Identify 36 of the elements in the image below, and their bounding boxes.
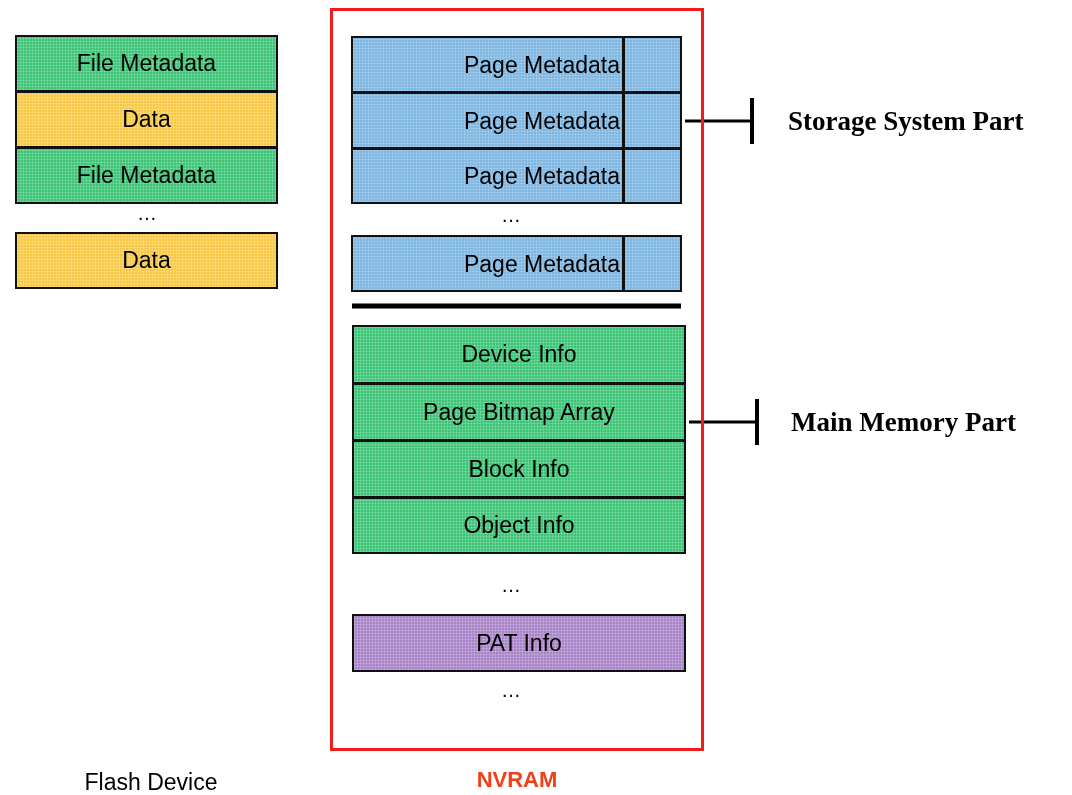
- ellipsis: …: [501, 678, 521, 702]
- block-text: Page Metadata: [464, 250, 620, 277]
- memory-block: [352, 383, 686, 441]
- page-metadata-block: [351, 148, 682, 204]
- memory-block: [352, 325, 686, 384]
- block-text: File Metadata: [76, 162, 217, 189]
- region-label: NVRAM: [476, 767, 558, 793]
- block-text: Page Bitmap Array: [423, 398, 615, 426]
- memory-block: [352, 614, 686, 672]
- page-metadata-block: [351, 235, 682, 292]
- block-text: Data: [122, 247, 171, 274]
- block-text: Block Info: [468, 455, 570, 483]
- block-text: Page Metadata: [464, 162, 620, 190]
- block-text: Page Metadata: [464, 51, 620, 78]
- ellipsis: …: [501, 203, 521, 227]
- block-text: PAT Info: [476, 629, 562, 657]
- block-text: Data: [122, 106, 171, 133]
- bracket-line: [689, 397, 759, 447]
- block-text: File Metadata: [76, 50, 217, 77]
- data-block: [15, 91, 278, 148]
- metadata-block: [15, 35, 278, 92]
- data-block: [15, 232, 278, 289]
- page-metadata-block: [351, 36, 682, 93]
- part-label: Storage System Part: [752, 98, 1070, 144]
- memory-block: [352, 440, 686, 498]
- device-label: Flash Device: [84, 768, 218, 795]
- page-metadata-block: [351, 92, 682, 149]
- ellipsis: …: [137, 201, 157, 225]
- block-text: Device Info: [461, 341, 577, 368]
- block-text: Page Metadata: [464, 107, 620, 134]
- memory-block: [352, 497, 686, 554]
- block-text: Object Info: [463, 512, 575, 539]
- part-label: Main Memory Part: [757, 399, 1062, 445]
- metadata-block: [15, 147, 278, 204]
- ellipsis: …: [501, 573, 521, 597]
- bracket-line: [685, 96, 754, 146]
